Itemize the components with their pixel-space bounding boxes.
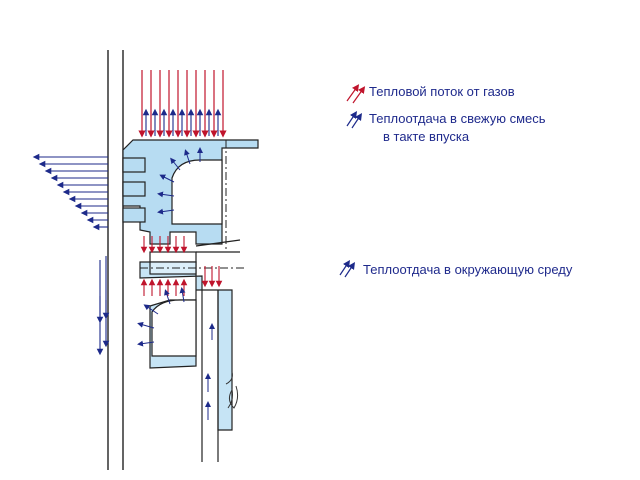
environment-heat-arrows-upper [32,153,108,231]
legend-intake-label-line2: в такте впуска [383,129,470,144]
blue-double-arrow-icon [339,260,355,278]
cylinder-liner [201,290,219,462]
center-axis [140,140,245,269]
legend-environment-label: Теплоотдача в окружающую среду [363,262,573,277]
coolant-liner-arrows [205,323,215,420]
legend-gas-label: Тепловой поток от газов [369,84,515,99]
gas-heat-arrows-under-valve [140,278,188,296]
blue-double-arrow-icon [346,111,362,129]
intake-heat-arrows-chamber [137,147,203,347]
cylinder-wall [107,50,124,470]
valve [149,239,241,275]
intake-heat-arrows-top [142,108,222,136]
red-double-arrow-icon [346,84,366,104]
gas-heat-arrows-top [138,70,227,138]
environment-heat-arrows-lower [96,256,110,356]
legend-intake-label-line1: Теплоотдача в свежую смесь [369,111,546,126]
gas-heat-arrows-valve [140,236,223,288]
legend-icons [339,84,366,278]
signature [225,371,239,409]
combustion-cavity [151,159,223,357]
